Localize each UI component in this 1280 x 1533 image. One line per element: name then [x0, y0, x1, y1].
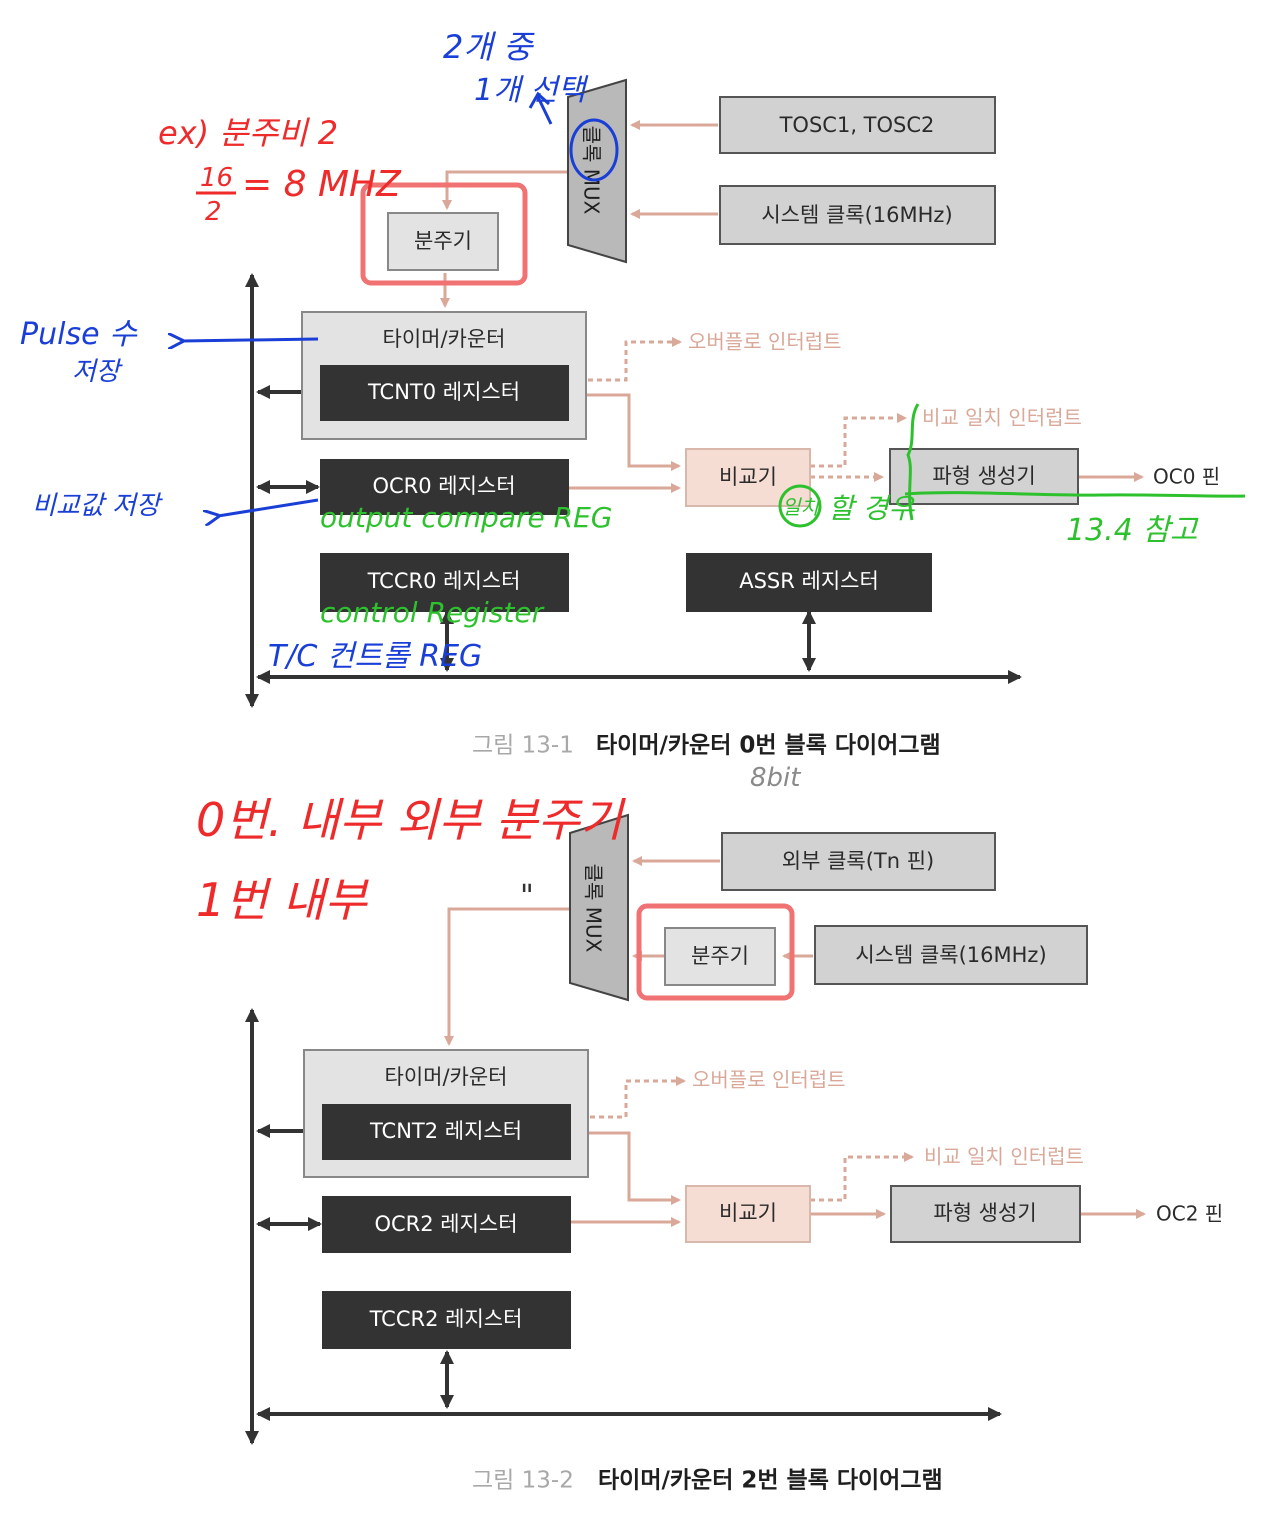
fig2-overflow-interrupt: 오버플로 인터럽트: [692, 1068, 846, 1092]
fig2-prescaler-label: 분주기: [691, 944, 749, 968]
fig2-external-clock-box: [721, 832, 996, 891]
fig1-prescaler-box: [387, 212, 499, 271]
fig1-timer-counter-label: 타이머/카운터: [383, 327, 506, 351]
fig2-comparator: [685, 1185, 811, 1243]
fig2-waveform-label: 파형 생성기: [933, 1201, 1036, 1225]
fig1-caption-number: 그림 13-1: [472, 733, 574, 759]
fig1-assr-register: [686, 553, 932, 612]
waveform-underline-mark: [904, 491, 1246, 498]
ocr-meaning-note: output compare REG: [320, 501, 612, 534]
fig1-system-clock-label: 시스템 클록(16MHz): [761, 203, 952, 227]
fig1-assr-label: ASSR 레지스터: [739, 569, 879, 593]
prescale-calc-num: 16: [200, 163, 233, 193]
fig1-signal-arrows: [440, 120, 1144, 493]
mux-circle-mark: [569, 118, 619, 182]
fig2-caption-title: 타이머/카운터 2번 블록 다이어그램: [598, 1468, 943, 1494]
figure-13-2: 클록 MUX 외부 클록(Tn 핀) 분주기 시스템 클록(16MHz) 타이머…: [245, 813, 1223, 1494]
mux-note-line2: 1개 선택: [474, 73, 589, 108]
fig2-comparator-label: 비교기: [719, 1201, 777, 1225]
pulse-note-line2: 저장: [72, 357, 123, 387]
pulse-note-line1: Pulse 수: [20, 317, 138, 352]
fig1-compare-match-interrupt: 비교 일치 인터럽트: [922, 406, 1082, 430]
fig1-mux-label: 클록 MUX: [580, 126, 604, 215]
fig1-tosc-box: [719, 96, 996, 154]
waveform-brace-mark: [906, 403, 920, 521]
timer1-clock-note: 1번 내부: [196, 873, 370, 927]
fig2-system-clock-label: 시스템 클록(16MHz): [855, 943, 1046, 967]
mux-note-arrowhead: [528, 91, 551, 109]
fig2-system-clock-box: [814, 925, 1088, 985]
fig2-compare-match-interrupt: 비교 일치 인터럽트: [924, 1145, 1084, 1169]
pulse-note-arrow: [182, 339, 319, 341]
prescale-calc-den: 2: [205, 197, 222, 227]
fig2-prescaler-box: [664, 927, 776, 986]
fig1-system-clock-box: [719, 185, 996, 245]
fig1-data-bus: [245, 273, 1022, 708]
fig2-ocr-register: [322, 1196, 571, 1253]
figure-13-1: 클록 MUX TOSC1, TOSC2 시스템 클록(16MHz) 분주기 타이…: [245, 78, 1220, 759]
fig1-tcnt-register: [320, 365, 569, 421]
match-note-circled: 일치: [782, 495, 820, 519]
mux-note-arrow: [536, 96, 553, 125]
fig1-overflow-interrupt: 오버플로 인터럽트: [688, 330, 842, 354]
fig2-tcnt-label: TCNT2 레지스터: [369, 1119, 522, 1143]
tccr-meaning-note: control Register: [320, 596, 545, 629]
handwritten-annotations: 2개 중 1개 선택 ex) 분주비 2 16 2 = 8 MHZ Pulse …: [20, 28, 1246, 1001]
fig1-tcnt-label: TCNT0 레지스터: [367, 380, 520, 404]
prescale-example: ex) 분주비 2: [158, 114, 338, 152]
fig2-waveform-generator: [890, 1185, 1081, 1243]
fig2-ocr-label: OCR2 레지스터: [374, 1212, 517, 1236]
fig1-tccr-register: [320, 553, 569, 612]
fig2-mux-label: 클록 MUX: [582, 864, 606, 953]
bit-width-note: 8bit: [750, 763, 801, 793]
mux-note-line1: 2개 중: [443, 28, 535, 66]
fig2-clock-mux: [569, 813, 629, 1002]
section-ref-note: 13.4 참고: [1066, 513, 1199, 548]
fig2-tccr-register: [322, 1291, 571, 1349]
fig1-output-pin: OC0 핀: [1153, 465, 1220, 489]
fig2-timer-counter-label: 타이머/카운터: [385, 1065, 508, 1089]
fig1-waveform-label: 파형 생성기: [932, 464, 1035, 488]
fig2-external-clock-label: 외부 클록(Tn 핀): [782, 849, 934, 873]
match-note-circle-mark: [778, 484, 822, 528]
compare-value-arrow: [218, 498, 319, 516]
fig2-signal-arrows: [444, 856, 1146, 1227]
fig1-ocr-register: [320, 459, 569, 515]
fig2-tccr-label: TCCR2 레지스터: [369, 1307, 523, 1331]
ditto-mark: ": [520, 879, 534, 914]
fig2-tcnt-register: [322, 1104, 571, 1160]
tc-control-note: T/C 컨트롤 REG: [268, 639, 482, 674]
fig1-prescaler-label: 분주기: [414, 229, 472, 253]
fig1-ocr-label: OCR0 레지스터: [372, 474, 515, 498]
compare-value-note: 비교값 저장: [32, 491, 163, 521]
match-note-rest: 할 경우: [828, 492, 915, 525]
timer0-clock-note: 0번. 내부 외부 분주기: [196, 793, 626, 847]
fig2-data-bus: [245, 1008, 1002, 1445]
fig1-tosc-label: TOSC1, TOSC2: [779, 113, 935, 137]
prescale-calc-result: = 8 MHZ: [242, 164, 402, 205]
fig1-caption-title: 타이머/카운터 0번 블록 다이어그램: [596, 733, 941, 759]
fig1-tccr-label: TCCR0 레지스터: [367, 569, 521, 593]
fig2-caption-number: 그림 13-2: [472, 1468, 574, 1494]
fig2-prescaler-highlight: [636, 903, 795, 1001]
fig1-prescaler-highlight: [360, 182, 528, 286]
fig1-comparator-label: 비교기: [719, 465, 777, 489]
fig2-output-pin: OC2 핀: [1156, 1202, 1223, 1226]
fig1-comparator: [685, 448, 811, 507]
